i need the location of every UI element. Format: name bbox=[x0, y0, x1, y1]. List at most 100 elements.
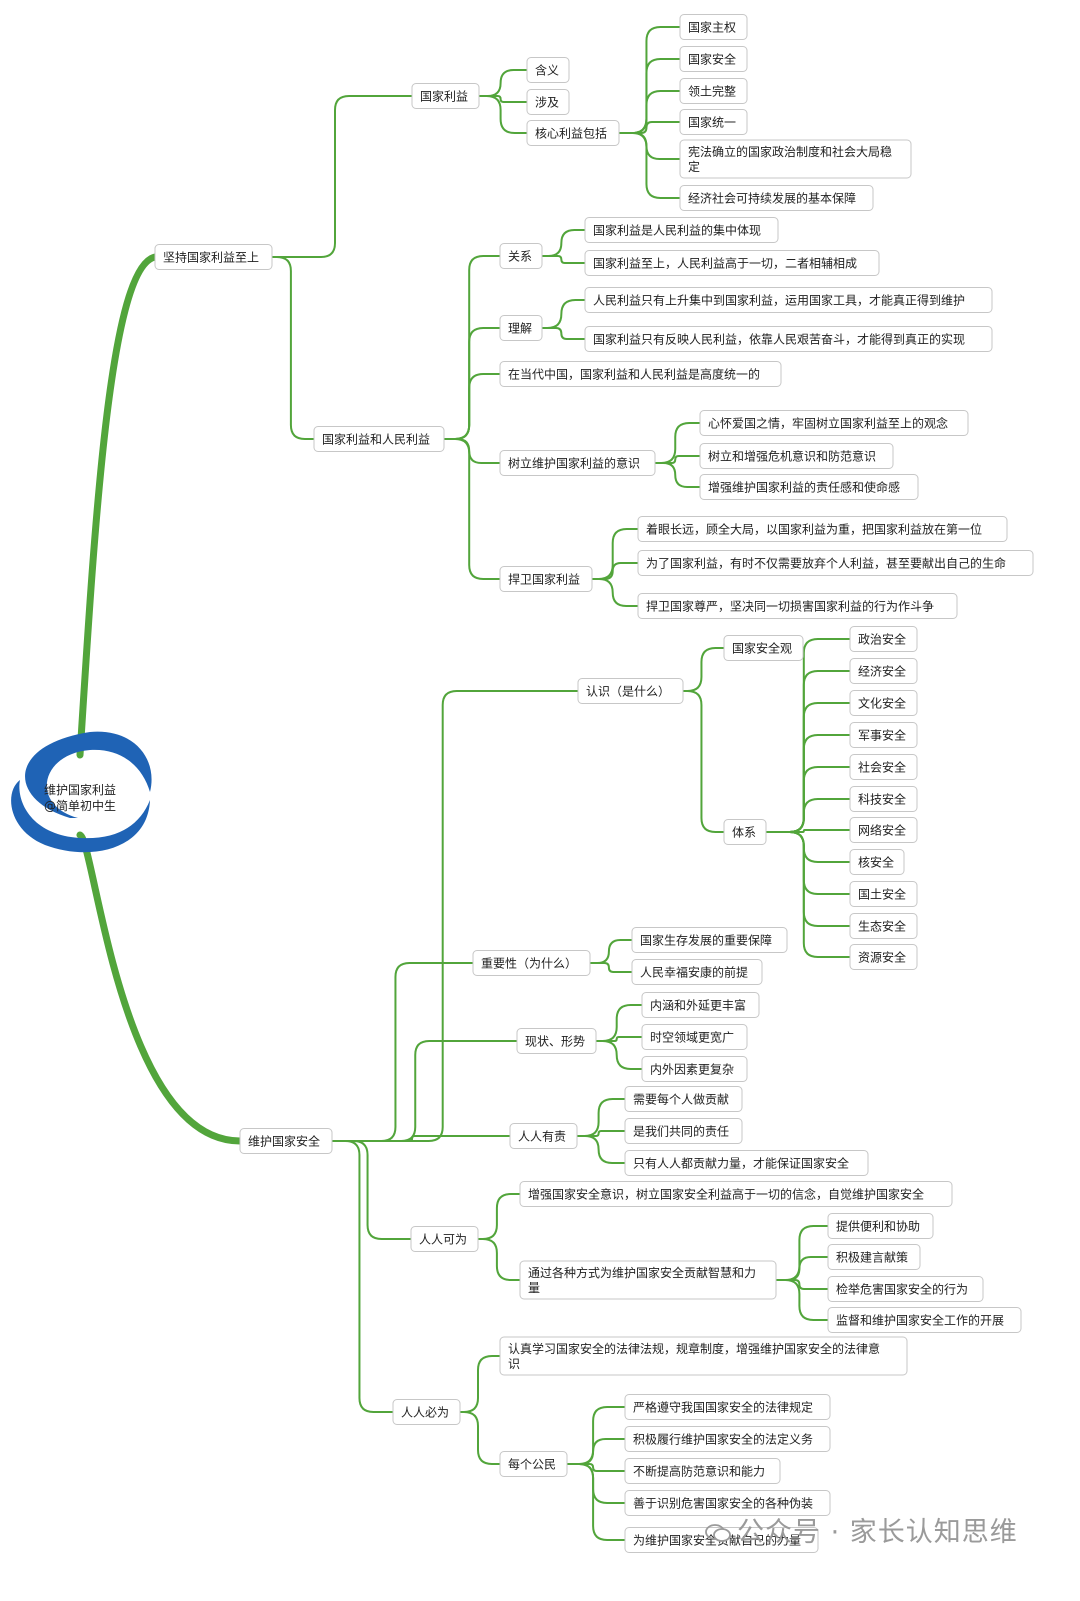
node-label: 国家利益和人民利益 bbox=[322, 432, 430, 447]
node-box bbox=[849, 913, 918, 939]
node-c2: 国家安全 bbox=[679, 46, 748, 72]
connector-b1b-s10 bbox=[766, 831, 850, 927]
node-label: 人人有责 bbox=[518, 1130, 566, 1144]
node-box bbox=[641, 992, 760, 1018]
node-a: 坚持国家利益至上 bbox=[154, 244, 273, 270]
node-box bbox=[624, 1426, 831, 1452]
node-box bbox=[827, 1244, 921, 1270]
connector-a2-g2 bbox=[444, 327, 500, 440]
connector-a1c-c6 bbox=[619, 132, 680, 199]
node-label-line2: 定 bbox=[688, 159, 700, 174]
connector-b4-b4b bbox=[577, 1130, 625, 1137]
node-box bbox=[499, 361, 782, 387]
node-label: 国家利益只有反映人民利益，依靠人民艰苦奋斗，才能得到真正的实现 bbox=[593, 332, 965, 347]
connector-b5b-p3 bbox=[776, 1279, 828, 1290]
node-label: 只有人人都贡献力量，才能保证国家安全 bbox=[633, 1156, 849, 1171]
root-subtitle: @简单初中生 bbox=[44, 798, 116, 813]
node-label: 核心利益包括 bbox=[535, 126, 607, 141]
node-label: 善于识别危害国家安全的各种伪装 bbox=[633, 1496, 813, 1511]
node-p2: 积极建言献策 bbox=[827, 1244, 921, 1270]
node-g2: 理解 bbox=[499, 315, 543, 341]
node-p4: 监督和维护国家安全工作的开展 bbox=[827, 1307, 1022, 1333]
node-label: 涉及 bbox=[535, 96, 559, 110]
node-label: 人民幸福安康的前提 bbox=[640, 965, 748, 980]
node-box bbox=[624, 1086, 743, 1112]
trunk-a bbox=[76, 253, 159, 759]
node-s9: 国土安全 bbox=[849, 881, 918, 907]
node-label: 国家利益至上，人民利益高于一切，二者相辅相成 bbox=[593, 256, 857, 271]
node-a1: 国家利益 bbox=[411, 83, 480, 109]
node-box bbox=[526, 120, 620, 146]
node-label: 检举危害国家安全的行为 bbox=[836, 1282, 968, 1297]
node-layer: 坚持国家利益至上国家利益含义涉及核心利益包括国家主权国家安全领土完整国家统一宪法… bbox=[154, 14, 1034, 1553]
node-g4a: 心怀爱国之情，牢固树立国家利益至上的观念 bbox=[699, 410, 969, 436]
node-b3a: 内涵和外延更丰富 bbox=[641, 992, 760, 1018]
node-box bbox=[584, 287, 993, 313]
trunk-b bbox=[76, 831, 244, 1145]
node-s10: 生态安全 bbox=[849, 913, 918, 939]
connector-a2-g1 bbox=[444, 255, 500, 440]
node-g5: 捍卫国家利益 bbox=[499, 566, 593, 592]
node-label: 国家安全 bbox=[688, 52, 736, 67]
node-box bbox=[313, 426, 445, 452]
node-box bbox=[849, 690, 918, 716]
node-b1b: 体系 bbox=[723, 819, 767, 845]
node-g2a: 人民利益只有上升集中到国家利益，运用国家工具，才能真正得到维护 bbox=[584, 287, 993, 313]
node-label: 社会安全 bbox=[858, 760, 906, 775]
connector-b6b-q2 bbox=[567, 1438, 625, 1465]
node-s5: 社会安全 bbox=[849, 754, 918, 780]
node-label: 含义 bbox=[535, 63, 559, 78]
connector-g1-g1b bbox=[542, 255, 585, 264]
node-g3: 在当代中国，国家利益和人民利益是高度统一的 bbox=[499, 361, 782, 387]
node-q4: 善于识别危害国家安全的各种伪装 bbox=[624, 1490, 831, 1516]
connector-a-a2 bbox=[272, 256, 314, 440]
node-box bbox=[679, 78, 748, 104]
node-box bbox=[699, 443, 894, 469]
node-label: 网络安全 bbox=[858, 823, 906, 838]
node-label: 国家统一 bbox=[688, 115, 736, 130]
node-box bbox=[637, 516, 1008, 542]
node-g2b: 国家利益只有反映人民利益，依靠人民艰苦奋斗，才能得到真正的实现 bbox=[584, 326, 993, 352]
node-box bbox=[849, 658, 918, 684]
connector-g5-g5b bbox=[592, 562, 638, 580]
connector-g1-g1a bbox=[542, 229, 585, 257]
node-box bbox=[624, 1394, 831, 1420]
node-label-line2: 识 bbox=[508, 1357, 520, 1371]
node-label: 增强国家安全意识，树立国家安全利益高于一切的信念，自觉维护国家安全 bbox=[528, 1187, 924, 1202]
connector-b5b-p4 bbox=[776, 1279, 828, 1321]
connector-b5-b5a bbox=[478, 1193, 520, 1240]
node-box bbox=[679, 46, 748, 72]
node-a1c: 核心利益包括 bbox=[526, 120, 620, 146]
node-p3: 检举危害国家安全的行为 bbox=[827, 1276, 984, 1302]
connector-b3-b3c bbox=[596, 1040, 642, 1070]
node-label: 国家生存发展的重要保障 bbox=[640, 933, 772, 948]
node-label: 树立维护国家利益的意识 bbox=[508, 456, 640, 471]
connector-g2-g2a bbox=[542, 299, 585, 329]
node-box bbox=[723, 819, 767, 845]
node-label: 积极履行维护国家安全的法定义务 bbox=[633, 1432, 813, 1447]
node-b4: 人人有责 bbox=[509, 1123, 578, 1149]
wechat-icon bbox=[705, 1524, 731, 1542]
node-label: 坚持国家利益至上 bbox=[163, 250, 259, 265]
node-b3c: 内外因素更复杂 bbox=[641, 1056, 748, 1082]
connector-b5-b5b bbox=[478, 1238, 520, 1281]
node-g5a: 着眼长远，顾全大局，以国家利益为重，把国家利益放在第一位 bbox=[637, 516, 1008, 542]
node-label: 现状、形势 bbox=[525, 1035, 585, 1049]
node-box bbox=[499, 450, 656, 476]
node-label: 认真学习国家安全的法律法规，规章制度，增强维护国家安全的法律意 bbox=[508, 1341, 880, 1356]
connector-b-b2 bbox=[332, 962, 473, 1142]
node-label: 经济安全 bbox=[858, 664, 906, 679]
node-b5a: 增强国家安全意识，树立国家安全利益高于一切的信念，自觉维护国家安全 bbox=[519, 1181, 953, 1207]
connector-a1-a1b bbox=[479, 95, 527, 103]
node-s2: 经济安全 bbox=[849, 658, 918, 684]
node-c3: 领土完整 bbox=[679, 78, 748, 104]
connector-b6b-q5 bbox=[567, 1463, 625, 1541]
node-s6: 科技安全 bbox=[849, 786, 918, 812]
node-b1: 认识（是什么） bbox=[577, 678, 684, 704]
connector-b2-b2b bbox=[590, 962, 632, 973]
connector-b3-b3a bbox=[596, 1004, 642, 1042]
node-g4c: 增强维护国家利益的责任感和使命感 bbox=[699, 474, 919, 500]
node-box bbox=[519, 1181, 953, 1207]
node-g1a: 国家利益是人民利益的集中体现 bbox=[584, 217, 779, 243]
